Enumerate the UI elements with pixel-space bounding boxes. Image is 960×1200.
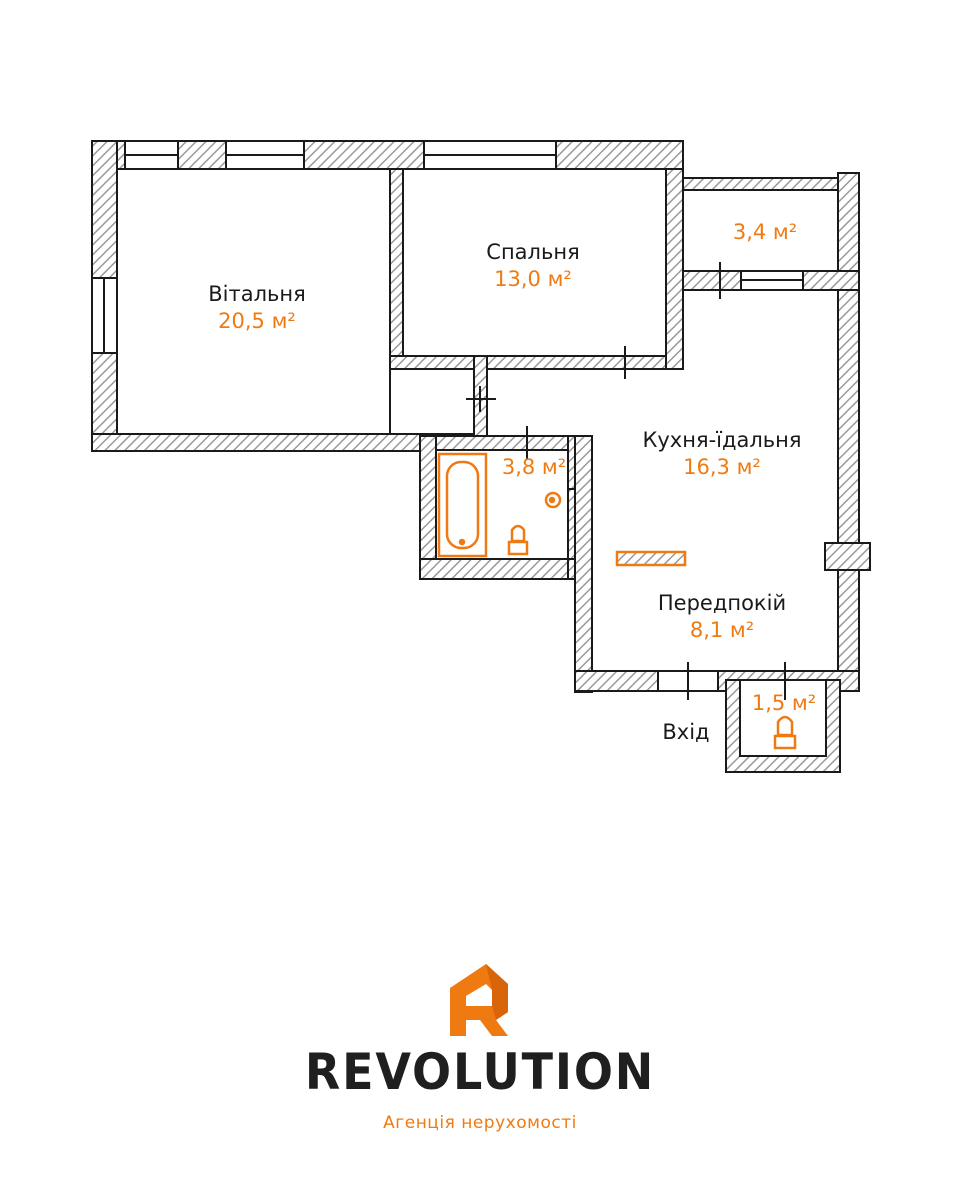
revolution-logo-icon xyxy=(450,964,508,1036)
living-area: 20,5 м² xyxy=(218,309,296,333)
kitchen-counter-icon xyxy=(615,550,687,567)
sink-icon xyxy=(544,491,562,509)
windows xyxy=(91,140,804,692)
fixtures xyxy=(437,452,797,750)
wall-right-bump xyxy=(824,542,871,571)
toilet-icon xyxy=(507,524,529,556)
brand-block: REVOLUTION Агенція нерухомості xyxy=(0,955,960,1155)
floor-bath xyxy=(435,449,569,560)
wall-bedroom-right xyxy=(665,168,684,370)
living-name: Вітальня xyxy=(208,282,306,306)
wall-living-bedroom xyxy=(389,168,404,370)
balcony-area: 3,4 м² xyxy=(733,220,797,244)
wall-bath-left xyxy=(419,435,437,580)
bathroom-area: 3,8 м² xyxy=(502,455,566,479)
bedroom-area: 13,0 м² xyxy=(494,267,572,291)
wall-balcony-top xyxy=(682,177,839,191)
hallway-name: Передпокій xyxy=(658,591,786,615)
wall-bedroom-bottom xyxy=(389,355,684,370)
floor-kitchen-hallway xyxy=(486,289,839,672)
wall-top-left xyxy=(91,140,684,170)
kitchen-area: 16,3 м² xyxy=(683,455,761,479)
floor-plan: Вітальня 20,5 м² Спальня 13,0 м² 3,4 м² … xyxy=(91,140,871,773)
brand-tagline: Агенція нерухомості xyxy=(383,1113,577,1133)
bathtub-icon xyxy=(437,452,488,558)
floor-balcony xyxy=(682,189,839,272)
room-labels: Вітальня 20,5 м² Спальня 13,0 м² 3,4 м² … xyxy=(208,220,816,744)
wc-toilet-icon xyxy=(773,715,797,750)
hallway-area: 8,1 м² xyxy=(690,618,754,642)
bedroom-name: Спальня xyxy=(486,240,579,264)
brand-name: REVOLUTION xyxy=(304,1043,656,1101)
door-marks xyxy=(466,262,786,700)
wc-area: 1,5 м² xyxy=(752,691,816,715)
wall-hall-left xyxy=(574,435,593,693)
floor-bedroom xyxy=(402,168,667,357)
room-floors xyxy=(116,168,839,757)
kitchen-name: Кухня-їдальня xyxy=(642,428,801,452)
wall-right xyxy=(837,172,860,691)
entry-label: Вхід xyxy=(662,720,709,744)
wall-bath-bottom xyxy=(419,558,593,580)
wall-bath-top xyxy=(419,435,587,451)
